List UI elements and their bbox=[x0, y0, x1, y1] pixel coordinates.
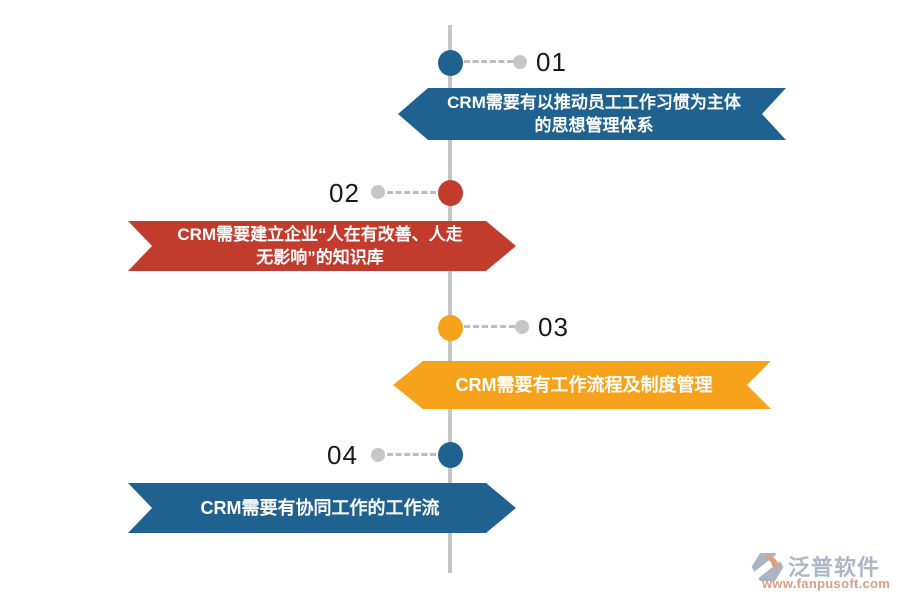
connector-dot-3 bbox=[515, 320, 529, 334]
timeline-node-2 bbox=[438, 180, 463, 206]
connector-dot-4 bbox=[371, 448, 385, 462]
connector-dash-1 bbox=[464, 60, 513, 63]
banner-2: CRM需要建立企业“人在有改善、人走 无影响”的知识库 bbox=[128, 221, 516, 271]
banner-1-line2: 的思想管理体系 bbox=[534, 116, 654, 135]
fanpu-logo-icon bbox=[751, 552, 784, 582]
connector-dot-1 bbox=[513, 55, 527, 69]
banner-4: CRM需要有协同工作的工作流 bbox=[128, 483, 516, 533]
banner-2-line2: 无影响”的知识库 bbox=[256, 248, 384, 267]
timeline-node-4 bbox=[438, 442, 463, 468]
step-number-3: 03 bbox=[538, 312, 569, 342]
timeline-axis bbox=[448, 25, 452, 573]
step-number-1: 01 bbox=[536, 47, 567, 77]
connector-dash-4 bbox=[387, 453, 436, 456]
step-number-2: 02 bbox=[329, 178, 360, 208]
step-number-4: 04 bbox=[327, 440, 358, 470]
connector-dash-3 bbox=[464, 325, 515, 328]
banner-1: CRM需要有以推动员工工作习惯为主体 的思想管理体系 bbox=[398, 88, 786, 140]
watermark: 泛普软件 www.fanpusoft.com bbox=[750, 550, 900, 592]
banner-2-line1: CRM需要建立企业“人在有改善、人走 bbox=[177, 225, 463, 244]
timeline-node-3 bbox=[438, 315, 463, 341]
banner-4-line1: CRM需要有协同工作的工作流 bbox=[200, 497, 440, 518]
connector-dot-2 bbox=[371, 185, 385, 199]
timeline-node-1 bbox=[438, 50, 463, 76]
banner-3-line1: CRM需要有工作流程及制度管理 bbox=[455, 374, 713, 395]
connector-dash-2 bbox=[387, 191, 436, 194]
banner-1-line1: CRM需要有以推动员工工作习惯为主体 bbox=[447, 93, 741, 112]
watermark-url: www.fanpusoft.com bbox=[762, 576, 891, 591]
banner-3: CRM需要有工作流程及制度管理 bbox=[393, 361, 771, 409]
watermark-brand: 泛普软件 bbox=[788, 555, 881, 580]
